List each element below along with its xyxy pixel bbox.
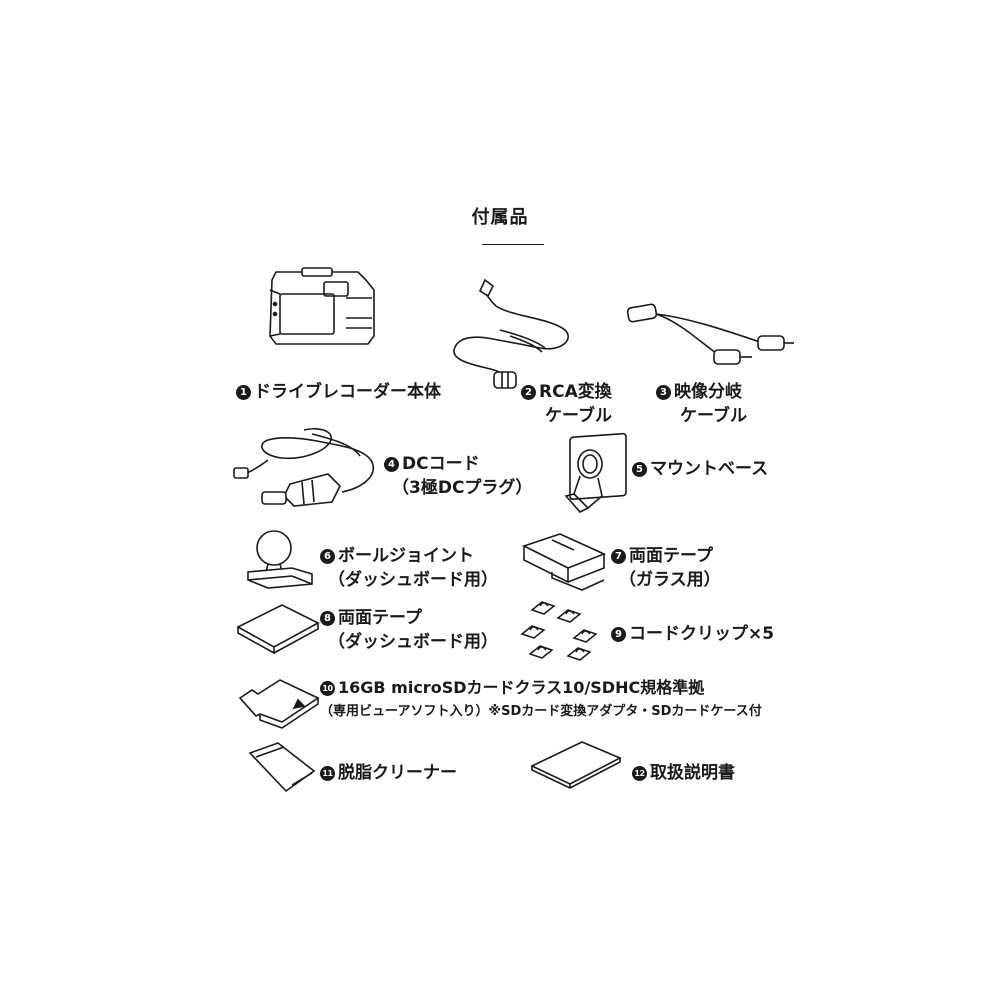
- item-number-3: 3: [656, 385, 671, 400]
- item-number-9: 9: [611, 627, 626, 642]
- tape-dashboard-illustration: [236, 603, 320, 655]
- item-number-6: 6: [320, 549, 335, 564]
- split-cable-illustration: [620, 292, 795, 372]
- item-number-4: 4: [384, 457, 399, 472]
- item-number-8: 8: [320, 611, 335, 626]
- tape-glass-illustration: [521, 532, 607, 592]
- cord-clips-illustration: [520, 598, 602, 666]
- item-number-5: 5: [632, 462, 647, 477]
- item-number-12: 12: [632, 766, 647, 781]
- manual-illustration: [530, 740, 622, 789]
- cleaner-illustration: [248, 741, 316, 793]
- microsd-card-illustration: [238, 676, 320, 730]
- page-title: 付属品: [471, 207, 529, 228]
- item-number-10: 10: [320, 681, 335, 696]
- item-number-11: 11: [320, 766, 335, 781]
- title-underline: [482, 244, 544, 245]
- ball-joint-illustration: [244, 528, 320, 590]
- dc-cord-illustration: [232, 422, 380, 514]
- item-number-7: 7: [611, 549, 626, 564]
- item-number-2: 2: [521, 385, 536, 400]
- rca-cable-illustration: [450, 278, 580, 398]
- item-number-1: 1: [236, 385, 251, 400]
- dashcam-body-illustration: [262, 267, 378, 348]
- mount-base-illustration: [562, 432, 630, 514]
